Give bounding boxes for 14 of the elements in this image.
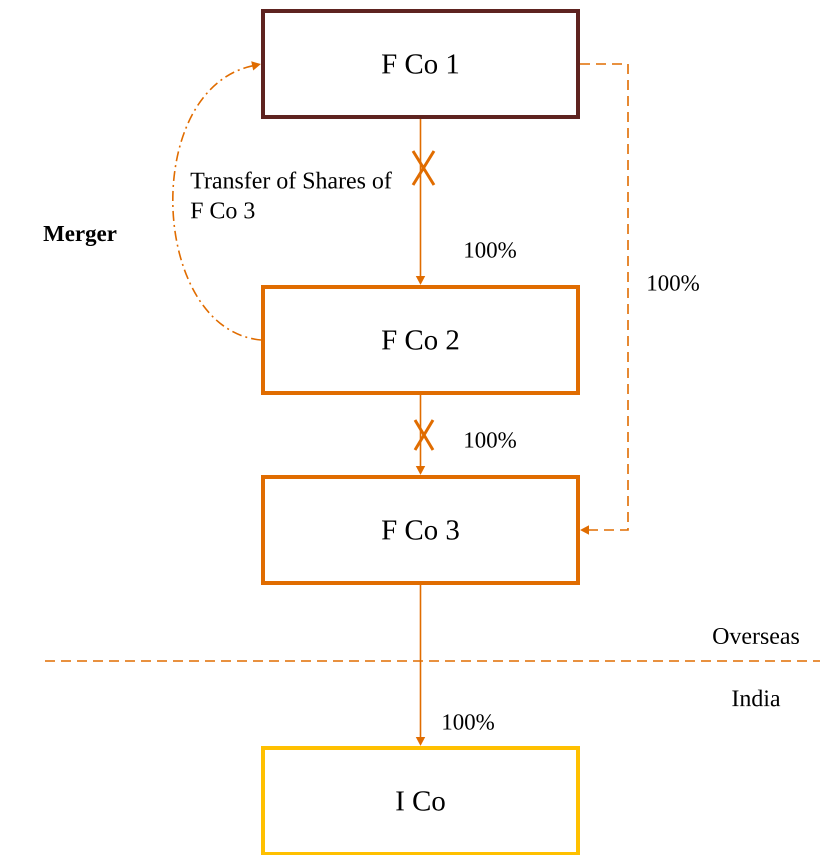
edge-label: 100% [440, 713, 496, 731]
note-text: Overseas [713, 628, 799, 644]
edge-label: 100% [645, 274, 701, 292]
note-text: Transfer of Shares of F Co 3 [190, 172, 392, 218]
arrow [172, 61, 262, 341]
company-box: F Co 3 [261, 475, 580, 585]
company-box: F Co 1 [261, 9, 580, 119]
arrow [580, 63, 629, 535]
company-box: I Co [261, 746, 580, 855]
edge-label: Merger [42, 224, 118, 248]
edge-label: 100% [462, 241, 518, 259]
company-box: F Co 2 [261, 285, 580, 395]
edge-label: 100% [462, 431, 518, 449]
note-text: India [732, 690, 780, 706]
